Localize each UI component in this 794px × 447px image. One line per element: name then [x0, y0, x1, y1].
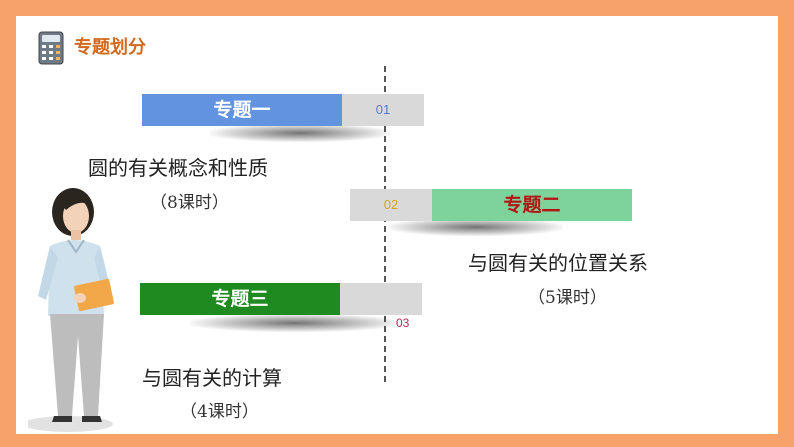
topic-1-label: 专题一	[142, 94, 342, 126]
topic-3-description: 与圆有关的计算	[142, 366, 282, 390]
topic-3-bar[interactable]: 专题三	[140, 283, 422, 315]
topic-3-shadow	[190, 314, 400, 332]
topic-2-shadow	[388, 218, 563, 236]
topic-1-description: 圆的有关概念和性质	[88, 156, 268, 180]
topic-2-bar[interactable]: 02 专题二	[350, 189, 632, 221]
topic-3-label: 专题三	[140, 283, 340, 315]
topic-3-number: 03	[396, 316, 410, 330]
calculator-icon	[38, 31, 64, 65]
topic-1-number: 01	[342, 94, 424, 126]
topic-1-bar[interactable]: 专题一 01	[142, 94, 424, 126]
topic-2-hours: （5课时）	[528, 288, 607, 308]
page-title: 专题划分	[74, 37, 146, 58]
topic-2-number: 02	[350, 189, 432, 221]
topic-3-number-box	[340, 283, 422, 315]
topic-2-label: 专题二	[432, 189, 632, 221]
topic-3-hours: （4课时）	[180, 402, 259, 422]
teacher-illustration	[28, 188, 114, 432]
timeline-divider	[384, 66, 386, 382]
topic-2-description: 与圆有关的位置关系	[468, 251, 648, 275]
topic-1-shadow	[210, 124, 390, 142]
topic-1-hours: （8课时）	[150, 193, 229, 213]
